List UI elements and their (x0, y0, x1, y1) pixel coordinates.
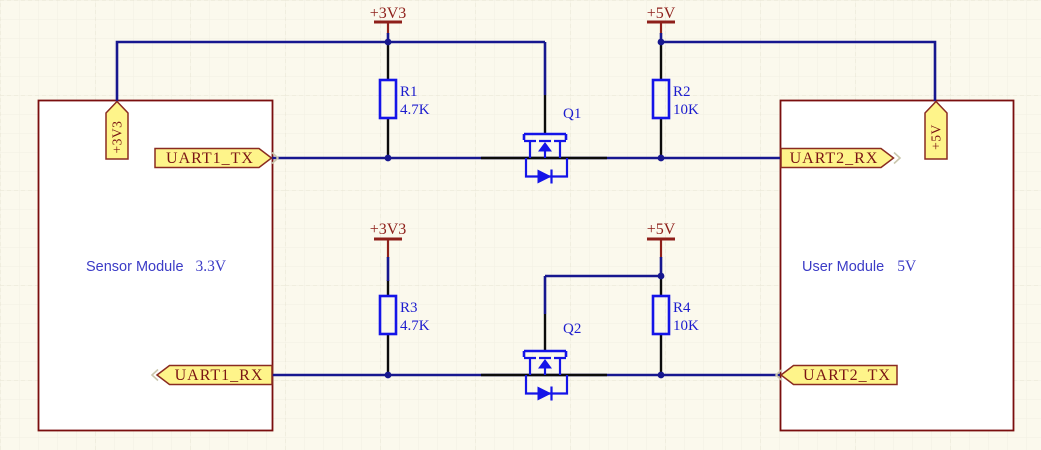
power-5v-mid[interactable]: +5V (647, 221, 676, 276)
power-3v3-top[interactable]: +3V3 (370, 5, 407, 42)
resistor-value[interactable]: 10K (673, 318, 699, 334)
mosfet-ref[interactable]: Q1 (563, 106, 581, 122)
power-3v3-mid-label: +3V3 (370, 221, 407, 238)
junctions (384, 38, 665, 379)
body-diode-icon (537, 169, 552, 184)
power-3v3-top-label: +3V3 (370, 5, 407, 22)
resistor-ref[interactable]: R3 (400, 300, 418, 316)
power-5v-mid-label: +5V (647, 221, 676, 238)
wire-5v-top-rail[interactable] (661, 40, 937, 101)
resistor-value[interactable]: 4.7K (400, 318, 430, 334)
resistor-ref[interactable]: R4 (673, 300, 691, 316)
port-chevron-icon (271, 151, 280, 165)
port-shape-right-arrow[interactable] (780, 147, 895, 169)
port-label: UART2_TX (803, 367, 891, 384)
junction-dot (384, 38, 392, 46)
port-label: +3V3 (110, 121, 125, 154)
power-5v-top-label: +5V (647, 5, 676, 22)
mosfet-gate-bar (522, 349, 568, 357)
resistor-r1[interactable]: R1 4.7K (378, 78, 430, 120)
junction-dot (657, 38, 665, 46)
resistor-r2[interactable]: R2 10K (651, 78, 699, 120)
port-shape-left-arrow[interactable] (155, 364, 273, 386)
resistor-body[interactable] (651, 78, 671, 120)
port-uart1-rx[interactable]: UART1_RX (150, 364, 273, 386)
wire-3v3-top-rail[interactable] (115, 40, 545, 101)
port-shape-up-arrow[interactable] (924, 100, 948, 160)
junction-dot (657, 154, 665, 162)
power-3v3-mid[interactable]: +3V3 (370, 221, 407, 281)
power-5v-top[interactable]: +5V (647, 5, 676, 42)
wires (115, 40, 937, 377)
port-uart2-tx[interactable]: UART2_TX (774, 364, 898, 386)
body-diode-icon (537, 386, 552, 401)
mosfet-arrow-icon (538, 142, 552, 152)
mosfet-q2[interactable]: Q2 (522, 321, 581, 401)
port-label: +5V (929, 124, 944, 150)
mosfet-arrow-icon (538, 359, 552, 369)
port-uart2-rx[interactable]: UART2_RX (780, 147, 902, 169)
port-label: UART2_RX (790, 150, 879, 167)
port-uart1-tx[interactable]: UART1_TX (154, 147, 280, 169)
junction-dot (384, 154, 392, 162)
port-chevron-icon (150, 368, 159, 382)
junction-dot (384, 371, 392, 379)
resistor-ref[interactable]: R2 (673, 84, 691, 100)
resistor-body[interactable] (378, 294, 398, 336)
port-shape-left-arrow[interactable] (779, 364, 898, 386)
resistor-r4[interactable]: R4 10K (651, 294, 699, 336)
resistor-body[interactable] (651, 294, 671, 336)
port-5v-vertical[interactable]: +5V (924, 100, 948, 160)
resistor-ref[interactable]: R1 (400, 84, 418, 100)
resistor-r3[interactable]: R3 4.7K (378, 294, 430, 336)
port-shape-right-arrow[interactable] (154, 147, 273, 169)
port-3v3-vertical[interactable]: +3V3 (105, 100, 129, 160)
resistor-body[interactable] (378, 78, 398, 120)
mosfet-q1[interactable]: Q1 (522, 106, 581, 184)
mosfet-ref[interactable]: Q2 (563, 321, 581, 337)
port-shape-up-arrow[interactable] (105, 100, 129, 160)
resistor-value[interactable]: 10K (673, 102, 699, 118)
mosfet-terminals (528, 141, 562, 158)
port-label: UART1_TX (166, 150, 254, 167)
port-label: UART1_RX (175, 367, 264, 384)
junction-dot (657, 371, 665, 379)
mosfet-terminals (528, 358, 562, 375)
junction-dot (657, 272, 665, 280)
port-chevron-icon (893, 151, 902, 165)
resistor-value[interactable]: 4.7K (400, 102, 430, 118)
mosfet-gate-bar (522, 132, 568, 140)
pins (386, 43, 663, 377)
port-chevron-icon (774, 368, 783, 382)
